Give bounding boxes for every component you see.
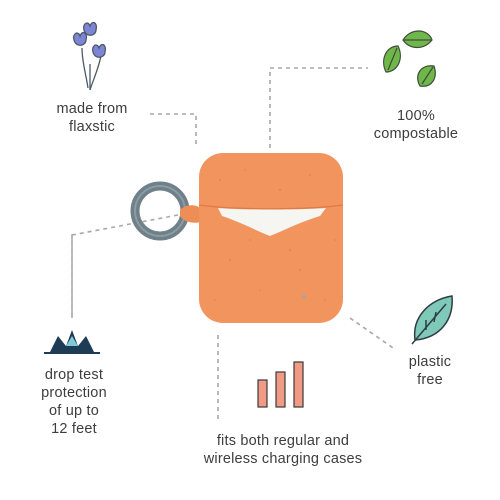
callout-drop-test: drop test protection of up to 12 feet — [14, 366, 134, 438]
connector-made-from — [150, 113, 197, 145]
connector-compostable — [269, 67, 368, 148]
plastic-free-line-2: free — [417, 372, 443, 388]
charging-line-2: wireless charging cases — [203, 451, 363, 467]
recycle-leaves-icon — [383, 30, 436, 87]
compostable-line-2: compostable — [373, 126, 459, 142]
connector-drop-test — [71, 214, 179, 318]
leaf-icon — [411, 295, 453, 345]
keyring — [130, 181, 190, 241]
callout-made-from: made from flaxstic — [40, 100, 144, 136]
signal-bars-icon — [257, 361, 304, 408]
plastic-free-line-1: plastic — [408, 354, 452, 370]
callout-charging: fits both regular and wireless charging … — [168, 432, 398, 468]
airpods-case — [180, 153, 344, 323]
drop-test-line-3: of up to — [49, 403, 99, 419]
compostable-line-1: 100% — [397, 108, 435, 124]
connector-plastic-free — [349, 317, 397, 351]
callout-compostable: 100% compostable — [358, 107, 474, 143]
drop-test-line-1: drop test — [44, 367, 104, 383]
impact-splash-icon — [44, 330, 100, 354]
made-from-line-2: flaxstic — [69, 119, 115, 135]
made-from-line-1: made from — [56, 101, 128, 117]
flower-icon — [72, 21, 107, 91]
charging-line-1: fits both regular and — [216, 433, 350, 449]
drop-test-line-2: protection — [41, 385, 107, 401]
callout-plastic-free: plastic free — [395, 353, 465, 389]
drop-test-line-4: 12 feet — [51, 421, 97, 437]
